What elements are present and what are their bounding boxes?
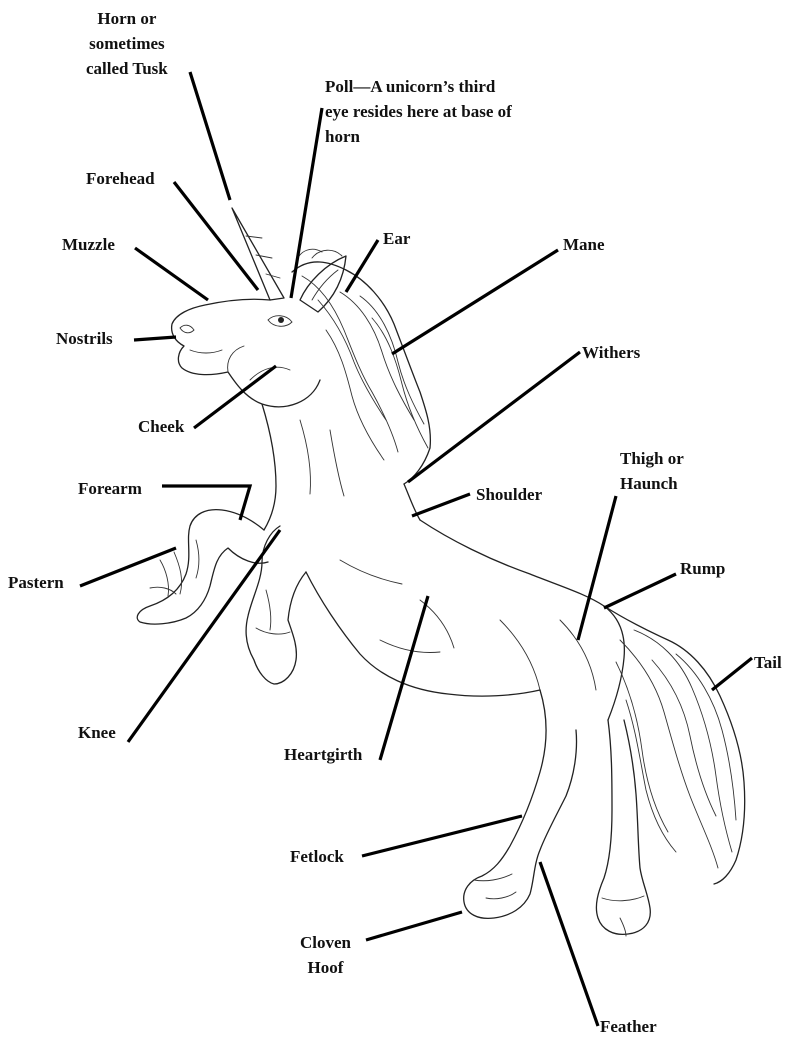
rump-label: Rump (680, 556, 725, 581)
cheek-label: Cheek (138, 414, 184, 439)
withers-label: Withers (582, 340, 640, 365)
feather-label: Feather (600, 1014, 657, 1039)
knee-label: Knee (78, 720, 116, 745)
nostrils-leader (134, 337, 176, 340)
horn-label: Horn or sometimes called Tusk (86, 6, 168, 81)
heartgirth-label: Heartgirth (284, 742, 362, 767)
pastern-leader (80, 548, 176, 586)
feather-leader (540, 862, 598, 1026)
horn-drawing (232, 208, 284, 300)
muzzle-leader (135, 248, 208, 300)
foreleg-right-drawing (246, 526, 306, 684)
ear-label: Ear (383, 226, 410, 251)
hindleg-left-drawing (464, 690, 577, 918)
pastern-label: Pastern (8, 570, 64, 595)
poll-leader (291, 108, 322, 298)
unicorn-illustration (137, 208, 744, 936)
shoulder-leader (412, 494, 470, 516)
neck-outline (262, 404, 276, 530)
heartgirth-leader (380, 596, 428, 760)
horn-leader (190, 72, 230, 200)
withers-leader (408, 352, 580, 482)
fetlock-label: Fetlock (290, 844, 344, 869)
fetlock-leader (362, 816, 522, 856)
thigh-leader (578, 496, 616, 640)
thigh-label: Thigh or Haunch (620, 446, 684, 496)
foreleg-left-drawing (137, 510, 268, 624)
forehead-label: Forehead (86, 166, 155, 191)
tail-label: Tail (754, 650, 782, 675)
nostrils-label: Nostrils (56, 326, 113, 351)
poll-label: Poll—A unicorn’s third eye resides here … (325, 74, 512, 149)
ear-leader (346, 240, 378, 292)
forearm-leader (162, 486, 250, 520)
mane-drawing (292, 262, 430, 484)
cloven-hoof-label: Cloven Hoof (300, 930, 351, 980)
rump-leader (604, 574, 676, 608)
cloven-hoof-leader (366, 912, 462, 940)
mane-leader (392, 250, 558, 354)
knee-leader (128, 530, 280, 742)
tail-leader (712, 658, 752, 690)
mane-label: Mane (563, 232, 605, 257)
muzzle-label: Muzzle (62, 232, 115, 257)
body-outline (420, 520, 624, 720)
leader-lines (80, 72, 752, 1026)
tail-drawing (604, 606, 745, 884)
forehead-leader (174, 182, 258, 290)
shoulder-label: Shoulder (476, 482, 542, 507)
forearm-label: Forearm (78, 476, 142, 501)
